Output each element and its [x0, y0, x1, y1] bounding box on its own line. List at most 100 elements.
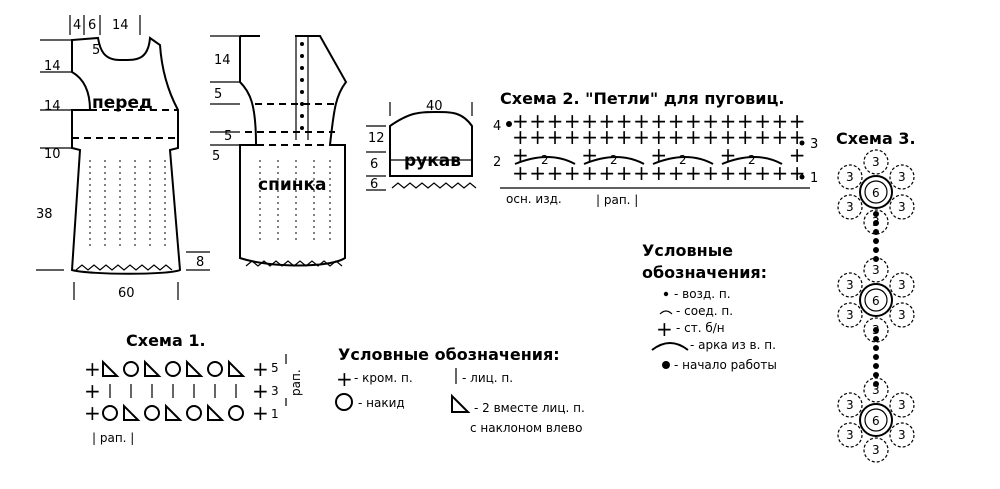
- ring-mark: [859, 403, 893, 437]
- plus-mark: +: [564, 161, 581, 185]
- plus-mark: +: [720, 161, 737, 185]
- plus-mark: +: [702, 125, 719, 149]
- plus-mark: +: [789, 161, 806, 185]
- arch-count: 2: [541, 153, 549, 167]
- scheme2: Схема 2. "Петли" для пуговиц. ++++++++++…: [493, 89, 818, 207]
- plus-mark: +: [84, 379, 101, 403]
- chain-dot: [873, 238, 879, 244]
- scheme2-row-3: 3: [810, 137, 818, 152]
- scheme1-row-3: 3: [271, 384, 279, 398]
- arch-mark: [721, 156, 783, 165]
- triangle-mark: [207, 403, 225, 421]
- front-dim-5: 5: [92, 43, 100, 58]
- inner-ring-mark: [864, 288, 888, 312]
- circle-mark: [102, 405, 118, 421]
- plus-mark: +: [599, 161, 616, 185]
- petal-count: 3: [846, 170, 854, 184]
- sleeve-label: рукав: [404, 151, 461, 171]
- plus-mark: +: [529, 109, 546, 133]
- plus-mark: +: [581, 125, 598, 149]
- petal-mark: [889, 272, 915, 298]
- plus-mark: +: [789, 143, 806, 167]
- petal-mark: [837, 302, 863, 328]
- circle-mark: [123, 361, 139, 377]
- scheme1-rep-side: рап.: [289, 369, 303, 396]
- scheme1-row-1: 1: [271, 407, 279, 421]
- chain-dot: [873, 381, 879, 387]
- plus-mark: +: [564, 109, 581, 133]
- plus-mark: +: [547, 109, 564, 133]
- plus-mark: +: [547, 125, 564, 149]
- plus-mark: +: [720, 125, 737, 149]
- sleeve-dim-40: 40: [426, 99, 443, 114]
- back-dim-14: 14: [214, 53, 231, 68]
- plus-mark: +: [616, 125, 633, 149]
- scheme2-row-2: 2: [493, 155, 501, 170]
- plus-mark: +: [252, 379, 269, 403]
- legend2: Условные обозначения: - возд. п. - соед.…: [642, 241, 777, 372]
- petal-mark: [889, 164, 915, 190]
- scheme2-rep-label: | рап. |: [596, 193, 638, 207]
- petal-mark: [863, 149, 889, 175]
- petal-mark: [863, 437, 889, 463]
- scheme3-title: Схема 3.: [836, 129, 916, 148]
- chain-dot: [873, 229, 879, 235]
- plus-mark: +: [685, 161, 702, 185]
- scheme1-grid: ++++++: [84, 357, 269, 425]
- plus-mark: +: [754, 161, 771, 185]
- legend2-title-2: обозначения:: [642, 263, 767, 282]
- plus-mark: +: [685, 125, 702, 149]
- center-count: 6: [872, 294, 880, 308]
- petal-mark: [837, 272, 863, 298]
- plus-mark: +: [633, 125, 650, 149]
- back-dim-5c: 5: [212, 149, 220, 164]
- plus-mark: +: [668, 109, 685, 133]
- center-count: 6: [872, 186, 880, 200]
- scheme2-base-label: осн. изд.: [506, 192, 562, 206]
- triangle-mark: [165, 403, 183, 421]
- plus-mark: +: [581, 109, 598, 133]
- scheme2-grid: ++++++++++++++++++++++++++++++++++++++++…: [506, 109, 806, 185]
- plus-mark: +: [529, 125, 546, 149]
- triangle-mark: [186, 359, 204, 377]
- scheme1: Схема 1. ++++++ 5 3 1 рап. | рап. |: [84, 331, 303, 445]
- scheme1-title: Схема 1.: [126, 331, 206, 350]
- petal-count: 3: [846, 200, 854, 214]
- legend1-item-3: - 2 вместе лиц. п.: [474, 401, 585, 415]
- arch-count: 2: [748, 153, 756, 167]
- plus-mark: +: [252, 401, 269, 425]
- front-dim-10: 10: [44, 147, 61, 162]
- scheme2-row-1: 1: [810, 171, 818, 186]
- plus-mark: +: [772, 125, 789, 149]
- chain-dot: [873, 372, 879, 378]
- inner-ring-mark: [864, 180, 888, 204]
- legend2-title-1: Условные: [642, 241, 733, 260]
- plus-mark: +: [685, 109, 702, 133]
- plus-mark: +: [633, 109, 650, 133]
- plus-mark: +: [616, 109, 633, 133]
- legend1-item-0: - кром. п.: [354, 371, 413, 385]
- plus-mark: +: [633, 161, 650, 185]
- arch-mark: [514, 156, 576, 165]
- front-dim-14a: 14: [44, 59, 61, 74]
- legend1-item-4: с наклоном влево: [470, 421, 582, 435]
- plus-mark: +: [720, 109, 737, 133]
- plus-mark: +: [512, 109, 529, 133]
- sleeve-dim-6a: 6: [370, 157, 378, 172]
- plus-mark: +: [599, 109, 616, 133]
- plus-mark: +: [84, 357, 101, 381]
- circle-mark: [165, 361, 181, 377]
- plus-mark: +: [737, 161, 754, 185]
- legend1: Условные обозначения: + - кром. п. - лиц…: [335, 345, 585, 435]
- chain-dot: [873, 256, 879, 262]
- plus-mark: +: [702, 161, 719, 185]
- plus-mark: +: [772, 109, 789, 133]
- arch-mark: [583, 156, 645, 165]
- petal-count: 3: [846, 428, 854, 442]
- front-dim-6: 6: [88, 18, 96, 33]
- legend2-item-4: - начало работы: [674, 358, 777, 372]
- plus-mark: +: [616, 161, 633, 185]
- plus-mark: +: [668, 125, 685, 149]
- ring-mark: [859, 283, 893, 317]
